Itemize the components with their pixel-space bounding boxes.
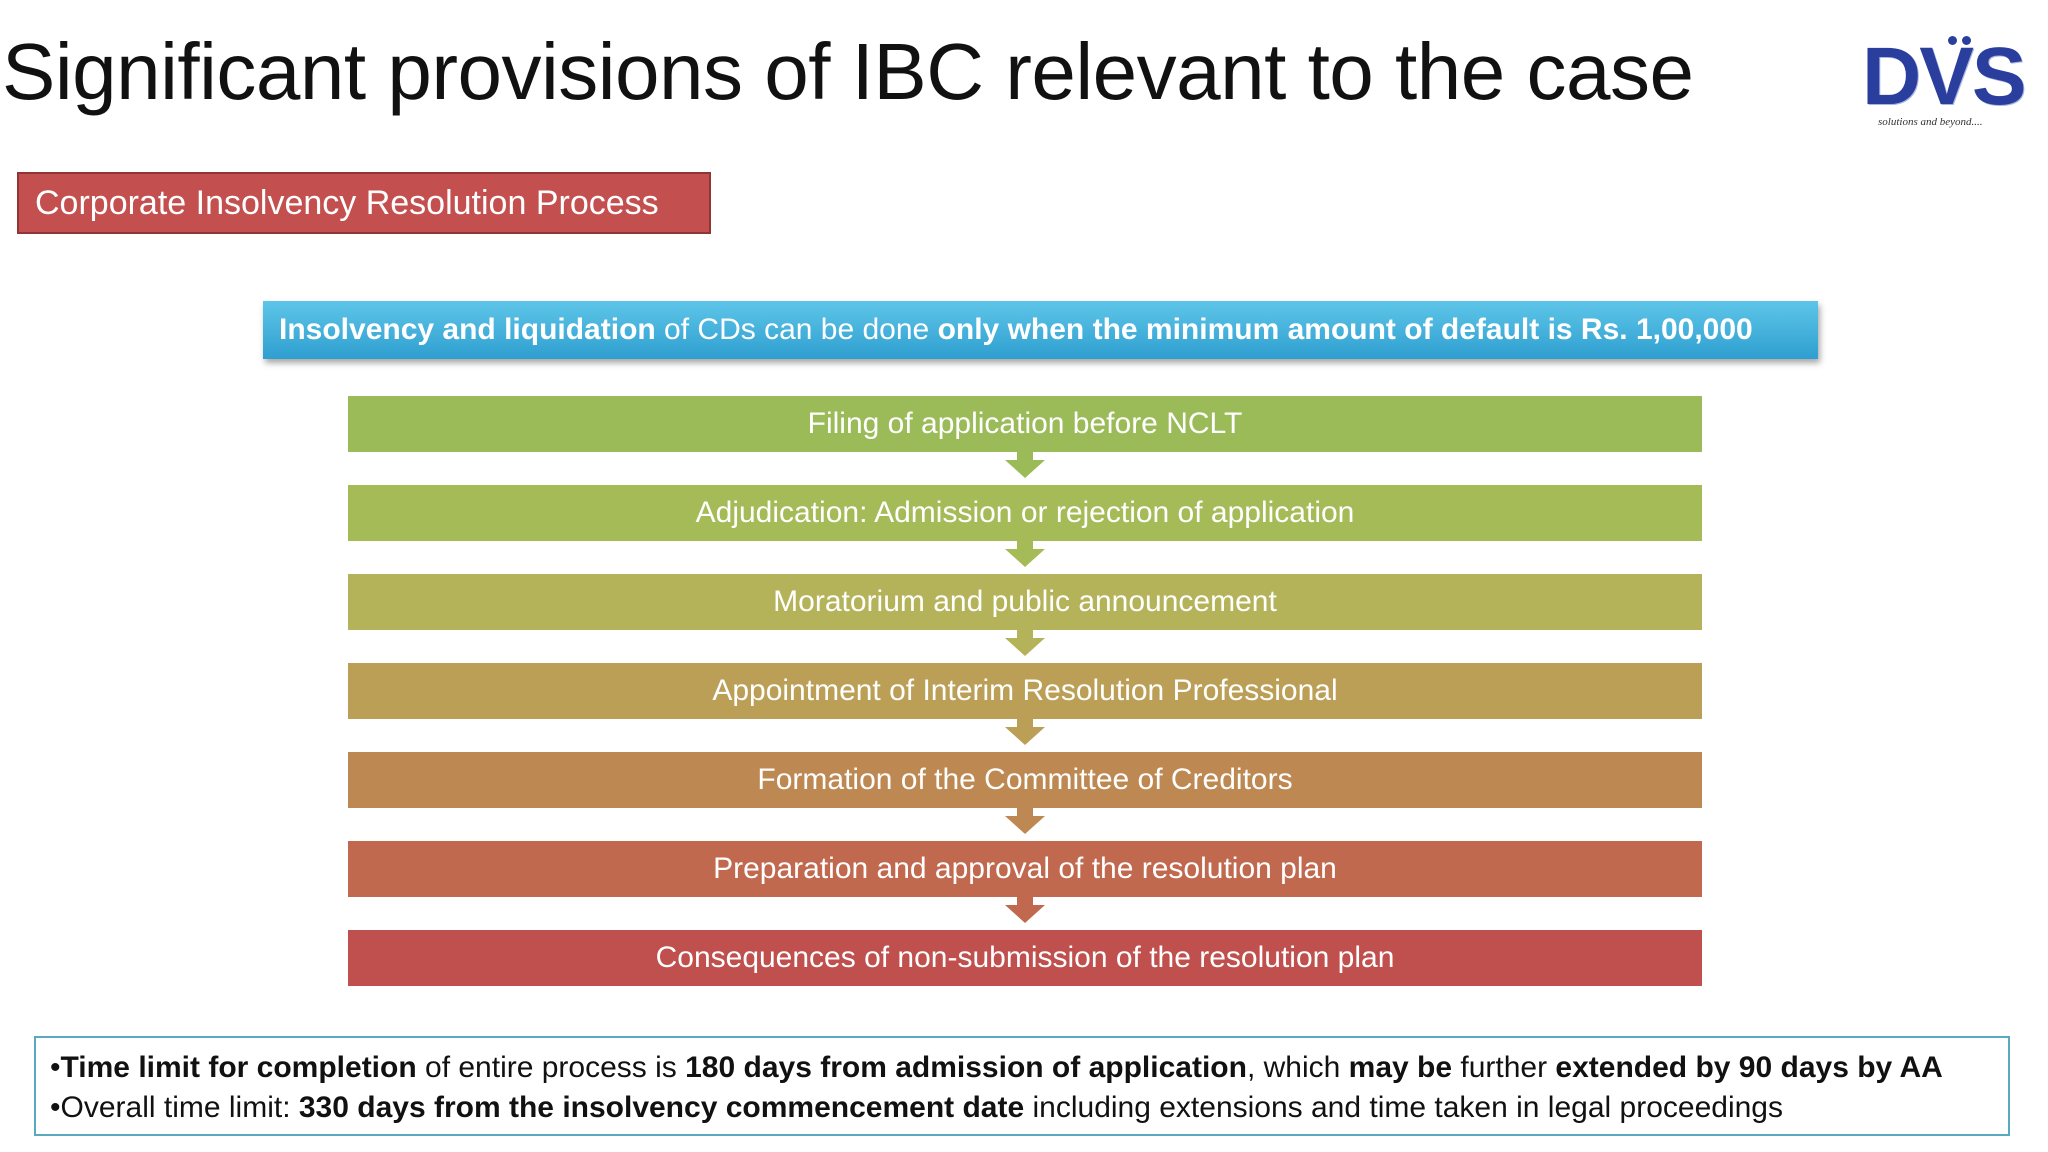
flow-step: Moratorium and public announcement: [348, 574, 1702, 630]
flow-step: Consequences of non-submission of the re…: [348, 930, 1702, 986]
bullet: •: [50, 1091, 61, 1124]
note-text: further: [1452, 1051, 1556, 1084]
note-bold: may be: [1348, 1051, 1453, 1084]
arrow-shaft: [1017, 715, 1033, 729]
note-bold: Time limit for completion: [60, 1051, 417, 1084]
flow-step: Preparation and approval of the resoluti…: [348, 841, 1702, 897]
banner-text: of CDs can be done: [655, 313, 938, 346]
arrow-down-icon: [1005, 448, 1045, 480]
flow-step: Formation of the Committee of Creditors: [348, 752, 1702, 808]
arrow-shaft: [1017, 448, 1033, 462]
note-text: including extensions and time taken in l…: [1024, 1091, 1783, 1124]
minimum-default-banner: Insolvency and liquidation of CDs can be…: [263, 301, 1818, 359]
slide-title: Significant provisions of IBC relevant t…: [2, 27, 1694, 116]
arrow-shaft: [1017, 893, 1033, 907]
bullet: •: [50, 1051, 61, 1084]
note-bold: 180 days from admission of application: [685, 1051, 1247, 1084]
note-text: Overall time limit:: [60, 1091, 299, 1124]
arrow-shaft: [1017, 804, 1033, 818]
dvs-logo: DVS solutions and beyond....: [1858, 36, 2038, 136]
note-bold: extended by 90 days by AA: [1555, 1051, 1943, 1084]
note-line-1: •Time limit for completion of entire pro…: [50, 1048, 1994, 1088]
arrow-shaft: [1017, 626, 1033, 640]
time-limit-notes: •Time limit for completion of entire pro…: [34, 1036, 2010, 1136]
logo-dot: [1962, 36, 1971, 45]
note-line-2: •Overall time limit: 330 days from the i…: [50, 1088, 1994, 1128]
section-badge: Corporate Insolvency Resolution Process: [17, 172, 711, 234]
process-flow: Filing of application before NCLT Adjudic…: [348, 396, 1702, 986]
arrow-head: [1005, 460, 1045, 478]
arrow-down-icon: [1005, 893, 1045, 925]
arrow-head: [1005, 905, 1045, 923]
arrow-down-icon: [1005, 804, 1045, 836]
arrow-down-icon: [1005, 537, 1045, 569]
arrow-down-icon: [1005, 715, 1045, 747]
arrow-down-icon: [1005, 626, 1045, 658]
arrow-shaft: [1017, 537, 1033, 551]
banner-bold-2: only when the minimum amount of default …: [937, 313, 1753, 346]
logo-letters: DVS: [1862, 31, 2027, 122]
flow-step: Adjudication: Admission or rejection of …: [348, 485, 1702, 541]
note-bold: 330 days from the insolvency commencemen…: [298, 1091, 1025, 1124]
logo-dots: [1942, 36, 1982, 48]
arrow-head: [1005, 638, 1045, 656]
flow-step: Appointment of Interim Resolution Profes…: [348, 663, 1702, 719]
note-text: , which: [1246, 1051, 1349, 1084]
logo-tagline: solutions and beyond....: [1878, 116, 1983, 128]
logo-dot: [1948, 36, 1957, 45]
arrow-head: [1005, 727, 1045, 745]
arrow-head: [1005, 816, 1045, 834]
arrow-head: [1005, 549, 1045, 567]
banner-bold-1: Insolvency and liquidation: [279, 313, 656, 346]
flow-step: Filing of application before NCLT: [348, 396, 1702, 452]
note-text: of entire process is: [416, 1051, 686, 1084]
